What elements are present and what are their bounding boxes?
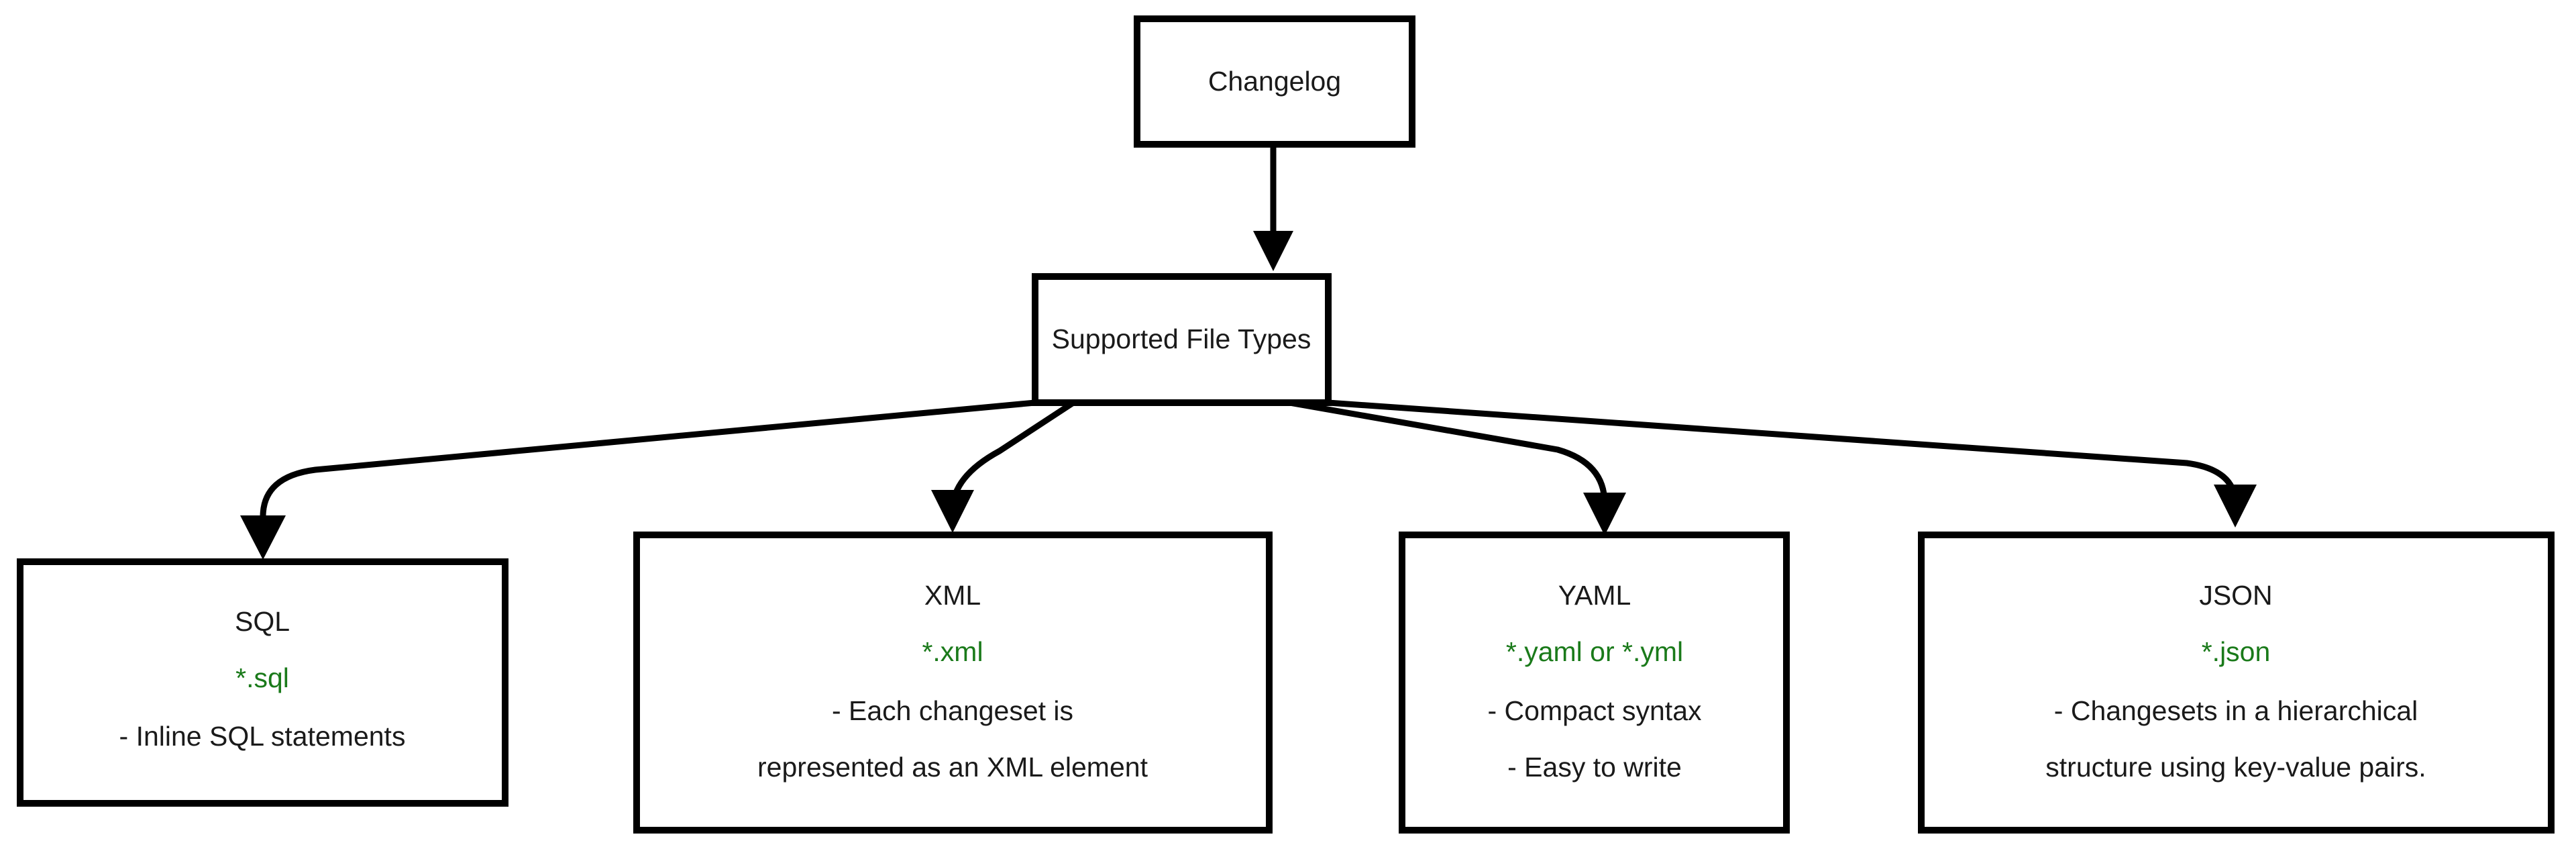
node-sql-description-line-1: - Inline SQL statements [119,721,406,752]
node-json[interactable]: JSON *.json - Changesets in a hierarchic… [1918,532,2555,834]
arrowhead-icon [1583,493,1626,536]
node-changelog-label: Changelog [1208,66,1341,97]
edge-supported-to-json [1328,399,2257,528]
node-supported-file-types[interactable]: Supported File Types [1032,273,1332,406]
node-changelog-box[interactable] [1134,15,1415,148]
arrowhead-icon [1253,231,1293,271]
node-supported-file-types-box[interactable] [1032,273,1332,406]
node-sql-box[interactable] [17,558,508,807]
edge-line [1328,399,2239,509]
node-xml[interactable]: XML *.xml - Each changeset is represente… [633,532,1273,834]
node-json-description-line-1: - Changesets in a hierarchical [2054,695,2418,726]
node-yaml-box[interactable] [1399,532,1790,834]
node-yaml-description-line-2: - Easy to write [1507,752,1682,783]
node-xml-extension: *.xml [922,636,983,667]
node-sql[interactable]: SQL *.sql - Inline SQL statements [17,558,508,807]
node-yaml-title: YAML [1558,580,1631,611]
node-json-box[interactable] [1918,532,2555,834]
edge-line [260,399,1036,537]
node-xml-description-line-1: - Each changeset is [832,695,1073,726]
node-xml-box[interactable] [633,532,1273,834]
arrowhead-icon [240,515,286,560]
node-xml-description-line-2: represented as an XML element [757,752,1148,783]
node-yaml-extension: *.yaml or *.yml [1506,636,1683,667]
node-xml-title: XML [924,580,981,611]
node-json-description-line-2: structure using key-value pairs. [2045,752,2426,783]
arrowhead-icon [2214,485,2257,528]
node-json-extension: *.json [2202,636,2271,667]
arrowhead-icon [931,490,974,533]
node-changelog[interactable]: Changelog [1134,15,1415,148]
edge-group [240,144,2257,560]
edge-supported-to-yaml [1289,399,1626,536]
node-sql-title: SQL [235,606,290,637]
node-yaml[interactable]: YAML *.yaml or *.yml - Compact syntax - … [1399,532,1790,834]
node-yaml-description-line-1: - Compact syntax [1488,695,1702,726]
edge-supported-to-sql [240,399,1036,560]
edge-supported-to-xml [931,400,1075,533]
node-supported-file-types-label: Supported File Types [1052,323,1311,354]
node-sql-extension: *.sql [235,662,289,693]
node-json-title: JSON [2199,580,2272,611]
edge-line [949,400,1075,515]
edge-changelog-to-supported [1253,144,1293,271]
